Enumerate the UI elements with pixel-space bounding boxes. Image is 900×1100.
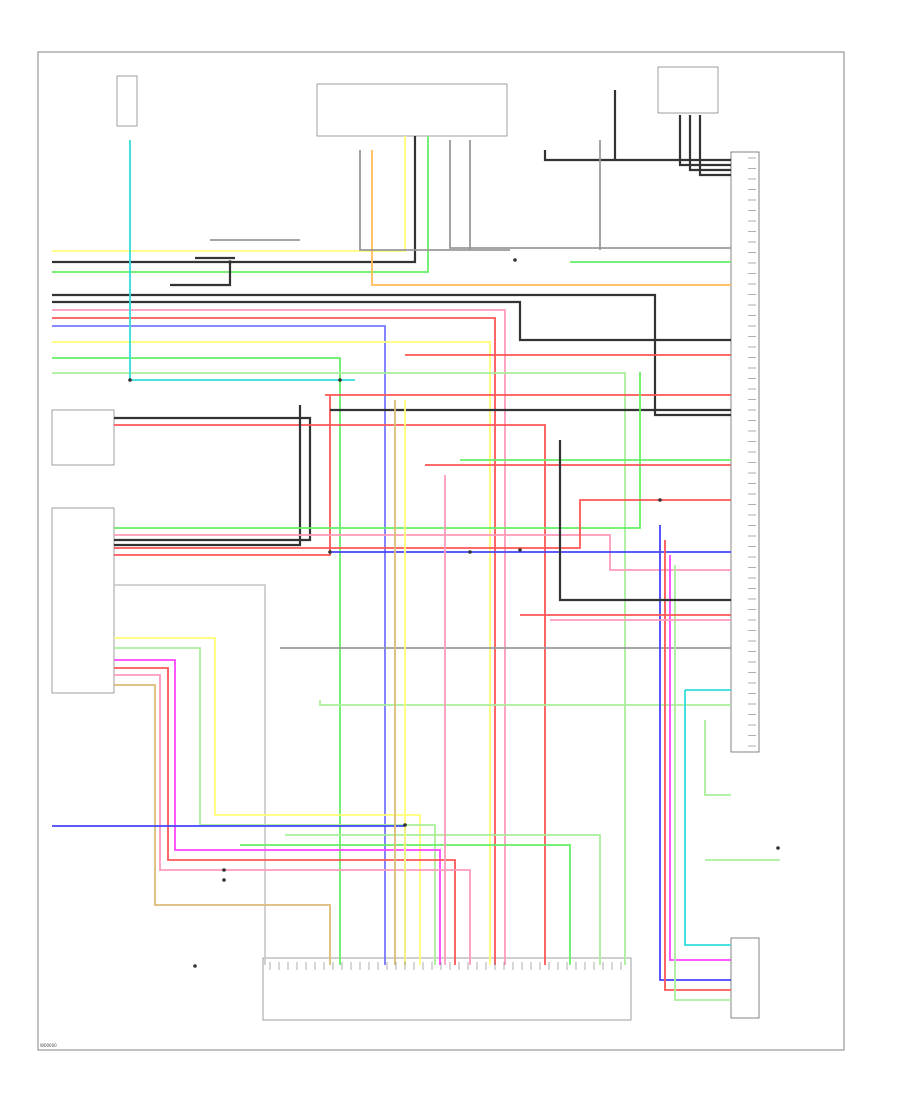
wire-group [52,90,780,1001]
wire-red [114,499,731,549]
junction-dot [328,550,332,554]
junction-dot [222,868,226,872]
wire-gray [449,140,731,249]
wire-green [240,844,571,965]
left-unit-box-1 [51,409,115,466]
wire-black [678,115,731,167]
junction-dot [338,378,342,382]
wire-black [114,416,312,542]
wire-yellow [52,341,491,965]
junction-dot [658,498,662,502]
left-unit-box-2 [51,507,115,694]
wire-lightgreen [674,565,731,1001]
wire-green [114,372,641,529]
wire-red [664,540,731,991]
wire-lightgreen [319,700,731,706]
top-right-unit-box [657,66,719,114]
wire-lightgreen [704,720,731,796]
junction-dot [518,548,522,552]
wire-yellow [114,637,421,965]
wire-blue [52,825,406,965]
wire-black [688,115,731,172]
wire-lightblue [52,325,386,965]
footer-code: W00000 [40,1043,57,1048]
wire-black [52,300,731,342]
wire-tan [114,684,331,965]
junction-dot [468,550,472,554]
label-marks [269,157,756,970]
junction-dot [128,378,132,382]
wire-red [114,424,546,965]
wire-black [170,262,232,287]
wire-lightgreen [114,647,436,965]
wire-cyan [684,689,731,946]
junction-dot [403,823,407,827]
wire-black [543,150,731,162]
junction-dot [222,878,226,882]
junction-dot [776,846,780,850]
junction-group [128,258,780,968]
wire-lightgreen [52,372,626,965]
top-left-sensor-box [116,75,138,127]
wire-blue [659,525,731,981]
wire-red [52,317,496,965]
right-connector-frame-2 [730,937,760,1019]
wire-red [114,395,331,556]
wire-black [52,136,417,264]
wire-red [114,667,456,965]
top-center-unit-box [316,83,508,137]
wire-yellow [52,136,406,252]
wire-pink [52,309,506,965]
junction-dot [228,260,232,264]
wire-magenta [669,555,731,961]
bottom-connector-box [262,957,632,1021]
wire-black [114,405,302,547]
right-connector-frame [730,151,760,753]
junction-dot [193,964,197,968]
wire-black [558,440,731,602]
junction-dot [513,258,517,262]
wire-green [52,357,341,965]
wire-pink [114,674,471,965]
wire-green [52,136,429,273]
diagram-border [37,51,845,1051]
wire-lightgreen [285,834,601,965]
wire-lightgray [114,584,266,965]
wire-orange [371,150,731,286]
wire-cyan [129,140,355,381]
wire-gray [359,150,510,251]
wire-black [698,115,731,177]
wire-magenta [114,659,441,965]
